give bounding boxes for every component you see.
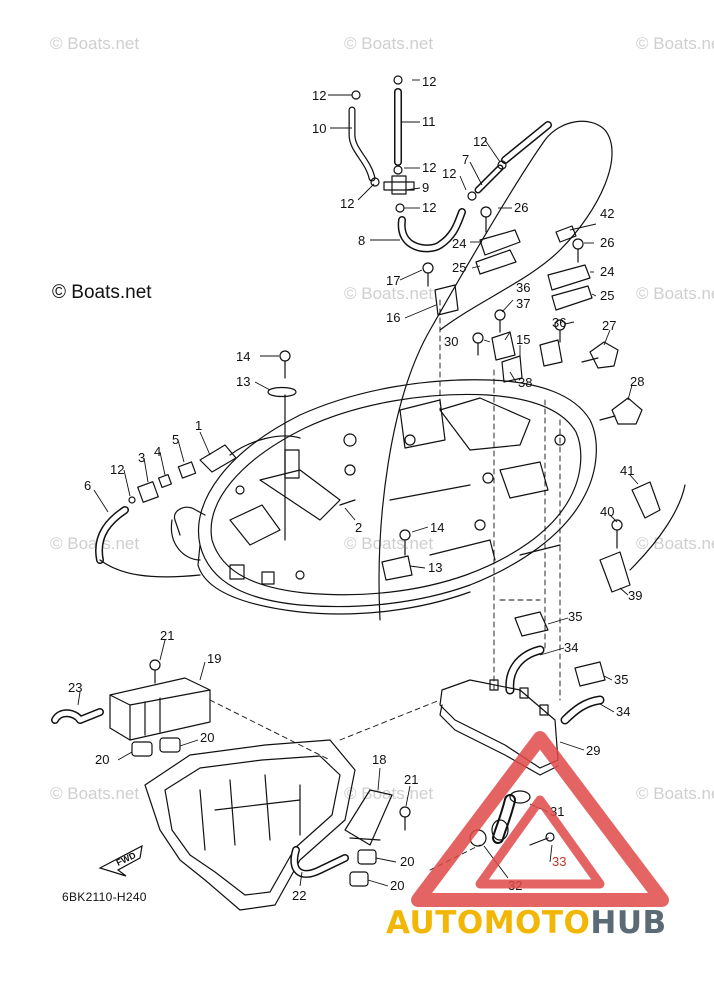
forward-arrow: FWD [98,844,143,877]
part-label-26: 26 [514,200,528,215]
part-label-23: 23 [68,680,82,695]
part-label-7: 7 [462,152,469,167]
part-label-30: 30 [444,334,458,349]
part-label-22: 22 [292,888,306,903]
part-label-41: 41 [620,463,634,478]
cable-drawing [378,120,613,621]
part-label-12: 12 [340,196,354,211]
bolt-14-upper [267,350,297,541]
watermark-text: © Boats.net [50,784,140,803]
part-label-2: 2 [355,520,362,535]
part-label-35: 35 [614,672,628,687]
watermark-text: © Boats.net [636,784,714,803]
bottom-cowling-drawing [170,379,597,615]
watermark-text: © Boats.net [344,34,434,53]
hose-assembly-top [348,75,552,253]
filter-box-19 [51,659,211,757]
part-label-13: 13 [428,560,442,575]
watermark-text: © Boats.net [344,534,434,553]
part-label-18: 18 [372,752,386,767]
part-label-12: 12 [422,74,436,89]
part-label-8: 8 [358,233,365,248]
part-label-34: 34 [564,640,578,655]
part-label-35: 35 [568,609,582,624]
part-label-12: 12 [473,134,487,149]
part-label-36: 36 [516,280,530,295]
bolt-14-lower [381,529,413,581]
part-label-12: 12 [422,160,436,175]
part-label-15: 15 [516,332,530,347]
part-label-39: 39 [628,588,642,603]
automotohub-triangle-logo [411,731,669,907]
part-label-12: 12 [442,166,456,181]
bolts-and-clamps-center [472,309,566,383]
part-label-19: 19 [207,651,221,666]
part-label-20: 20 [390,878,404,893]
part-label-24: 24 [600,264,614,279]
part-label-20: 20 [400,854,414,869]
part-label-25: 25 [452,260,466,275]
part-label-14: 14 [236,349,250,364]
watermark-text: © Boats.net [636,534,714,553]
part-label-40: 40 [600,504,614,519]
part-label-3: 3 [138,450,145,465]
brackets-upper-right [475,206,593,311]
part-label-6: 6 [84,478,91,493]
part-label-25: 25 [600,288,614,303]
automotohub-logo: AUTOMOTOHUB [386,905,667,941]
watermark-text: © Boats.net [344,784,434,803]
part-label-37: 37 [516,296,530,311]
part-label-20: 20 [95,752,109,767]
part-label-1: 1 [195,418,202,433]
hose-left-assembly [95,444,356,578]
diagram-code: 6BK2110-H240 [62,890,147,904]
part-label-21: 21 [404,772,418,787]
part-label-9: 9 [422,180,429,195]
part-label-13: 13 [236,374,250,389]
part-label-29: 29 [586,743,600,758]
part-label-20: 20 [200,730,214,745]
part-label-10: 10 [312,121,326,136]
part-label-28: 28 [630,374,644,389]
assembly-guide-lines [209,299,561,871]
silencer-29 [439,679,559,776]
part-label-17: 17 [386,273,400,288]
watermark-text: © Boats.net [344,284,434,303]
part-labels: 12 12 10 11 12 12 9 12 8 12 7 12 26 24 2… [68,74,644,903]
part-label-11: 11 [422,114,436,129]
part-label-38: 38 [518,375,532,390]
fittings-right-middle [505,611,606,725]
part-label-12: 12 [110,462,124,477]
part-label-5: 5 [172,432,179,447]
part-label-36: 36 [552,315,566,330]
oil-pan-lower [144,739,356,911]
watermark-text: © Boats.net [50,34,140,53]
part-label-27: 27 [602,318,616,333]
watermark-text: © Boats.net [636,284,714,303]
watermark-text: © Boats.net [50,534,140,553]
part-label-14: 14 [430,520,444,535]
part-label-12: 12 [312,88,326,103]
logo-text-part1: AUTOMOTO [386,905,591,941]
part-label-33: 33 [552,854,566,869]
part-label-12: 12 [422,200,436,215]
bracket-18 [290,789,411,887]
part-label-42: 42 [600,206,614,221]
part-label-26: 26 [600,235,614,250]
clip-assembly-16 [422,262,459,316]
grommets-27-28 [581,341,643,425]
part-label-16: 16 [386,310,400,325]
watermark-main: © Boats.net [52,282,152,303]
clamps-right [599,481,686,593]
part-label-21: 21 [160,628,174,643]
part-label-34: 34 [616,704,630,719]
watermark-text: © Boats.net [636,34,714,53]
elbow-joint-31 [469,790,555,847]
part-label-24: 24 [452,236,466,251]
part-label-4: 4 [154,444,161,459]
logo-text-part2: HUB [590,905,667,941]
